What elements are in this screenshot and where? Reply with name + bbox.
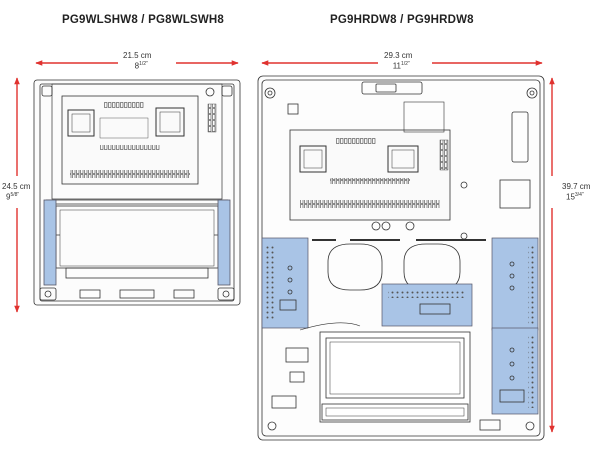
width-inch-frac-large: 1/2" — [401, 61, 410, 67]
model-title-small: PG9WLSHW8 / PG8WLSWH8 — [62, 14, 225, 26]
left-oval-cutout — [327, 243, 383, 291]
battery-compartment — [319, 331, 471, 423]
large-panel-enclosure — [257, 75, 545, 441]
width-cm-large: 29.3 cm — [384, 51, 413, 60]
height-inch-frac-large: 3/4" — [574, 192, 584, 198]
small-panel-right-mount — [217, 199, 231, 286]
small-panel-pcb — [61, 95, 199, 185]
width-cm-small: 21.5 cm — [123, 51, 152, 60]
width-label-small: 21.5 cm 81/2" — [123, 52, 151, 71]
height-label-large: 39.7 cm 153/4" — [562, 183, 590, 202]
height-inch-large: 15 — [566, 192, 575, 202]
height-cm-small: 24.5 cm — [2, 182, 31, 191]
model-title-large: PG9HRDW8 / PG9HRDW8 — [330, 14, 474, 26]
width-inch-large: 11 — [392, 61, 402, 71]
small-panel-enclosure — [33, 79, 241, 306]
dimension-arrows — [14, 60, 555, 433]
height-label-small: 24.5 cm 95/8" — [2, 183, 30, 202]
small-panel-left-mount — [43, 199, 57, 286]
width-inch-frac-small: 1/2" — [139, 61, 148, 67]
width-label-large: 29.3 cm 111/2" — [384, 52, 412, 71]
height-inch-frac-small: 5/8" — [10, 192, 20, 198]
width-inch-small: 8 — [134, 61, 140, 71]
height-cm-large: 39.7 cm — [562, 182, 591, 191]
height-inch-small: 9 — [6, 192, 11, 202]
